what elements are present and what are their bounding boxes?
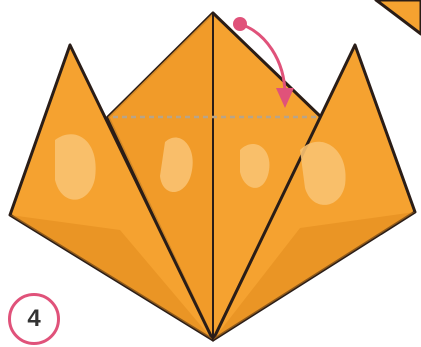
- step-number-badge: 4: [8, 293, 60, 345]
- center-highlight-right: [240, 144, 269, 188]
- partial-paper-corner: [376, 0, 421, 34]
- step-number: 4: [27, 307, 40, 331]
